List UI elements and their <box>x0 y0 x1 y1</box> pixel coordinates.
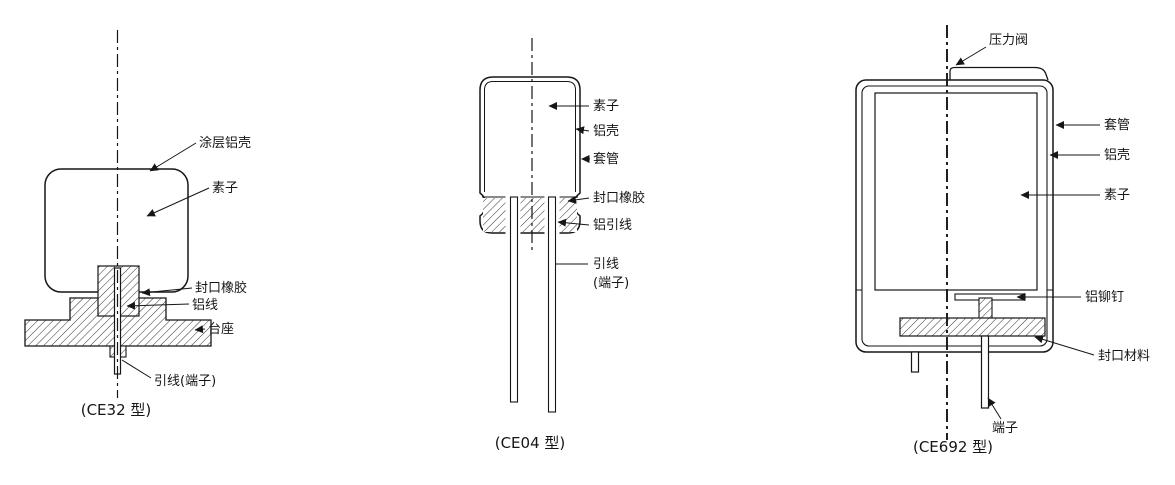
ce04-lead-left <box>509 196 519 403</box>
ce04-leader-seal-rubber <box>567 195 590 204</box>
ce32-leader-pedestal <box>194 325 206 334</box>
ce32-leader-coated-case <box>149 142 197 172</box>
ce692-element <box>874 92 1038 291</box>
ce692-label-sealing-material: 封口材料 <box>1098 349 1150 364</box>
ce692-caption: (CE692 型) <box>913 438 993 456</box>
ce692-pressure-valve <box>949 66 1049 81</box>
ce32-diagram: 涂层铝壳 素子 封口橡胶 铝线 台座 引线(端子) (CE32 型) <box>24 30 251 419</box>
ce32-label-element: 素子 <box>212 181 238 196</box>
ce692-sealing-material <box>899 317 1046 337</box>
ce32-label-pedestal: 台座 <box>208 322 234 337</box>
ce04-label-seal-rubber: 封口橡胶 <box>593 190 645 206</box>
ce04-label-lead: 引线 <box>593 257 619 272</box>
ce32-leader-element <box>146 187 210 217</box>
ce692-label-sleeve: 套管 <box>1104 117 1130 133</box>
ce04-label-aluminum-case: 铝壳 <box>593 124 619 139</box>
ce04-sleeve-line <box>484 81 576 192</box>
ce692-aluminum-case <box>861 85 1048 347</box>
ce04-caption: (CE04 型) <box>495 434 566 452</box>
ce692-leader-pressure-valve <box>955 46 987 66</box>
ce692-terminal-pin <box>980 335 990 409</box>
ce692-diagram: 压力阀 套管 铝壳 素子 铝铆钉 封口材料 端子 (CE692 型) <box>855 25 1150 456</box>
ce32-caption: (CE32 型) <box>81 401 152 419</box>
ce04-leader-aluminum-case <box>575 126 590 135</box>
ce32-label-coated-case: 涂层铝壳 <box>199 135 251 151</box>
ce32-leader-lead-terminal <box>121 359 152 379</box>
ce04-lead-right <box>547 196 557 413</box>
ce32-label-seal-rubber: 封口橡胶 <box>195 280 247 296</box>
ce692-label-element: 素子 <box>1104 188 1130 203</box>
ce04-label-aluminum-lead: 铝引线 <box>593 218 632 233</box>
ce04-leader-aluminum-lead <box>557 218 590 227</box>
ce692-aluminum-rivet <box>978 297 993 321</box>
ce692-label-pressure-valve: 压力阀 <box>989 33 1028 48</box>
ce32-leader-seal-rubber <box>141 287 193 297</box>
ce04-label-element: 素子 <box>593 99 619 114</box>
ce04-seal-rubber <box>483 198 577 232</box>
ce04-diagram: 素子 铝壳 套管 封口橡胶 铝引线 引线 (端子) (CE04 型) <box>479 38 645 452</box>
ce692-label-terminal: 端子 <box>992 421 1018 436</box>
ce692-label-aluminum-rivet: 铝铆钉 <box>1085 290 1124 305</box>
ce692-leader-terminal <box>987 397 1002 420</box>
ce692-mounting-stub <box>910 351 920 373</box>
ce692-label-aluminum-case: 铝壳 <box>1104 148 1130 163</box>
ce04-label-sleeve: 套管 <box>593 151 619 167</box>
ce692-leader-sealing-material <box>1034 335 1095 356</box>
ce32-label-lead-terminal: 引线(端子) <box>154 374 216 389</box>
ce04-label-lead-terminal-suffix: (端子) <box>593 276 629 291</box>
ce32-label-aluminum-wire: 铝线 <box>192 298 218 313</box>
ce32-leader-aluminum-wire <box>126 301 190 310</box>
ce04-aluminum-case <box>479 76 581 234</box>
